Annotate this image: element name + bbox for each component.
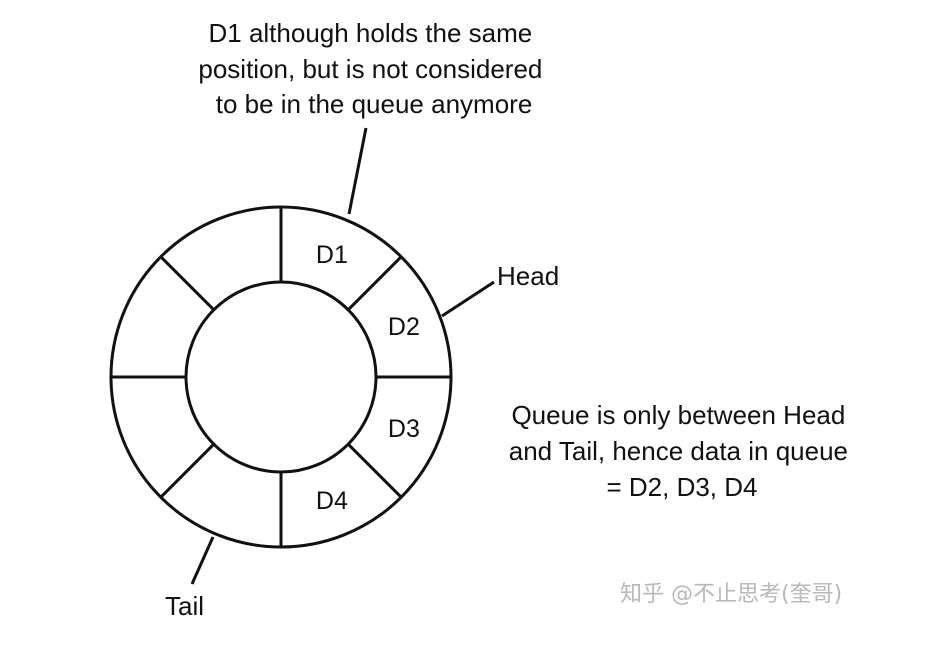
- slot-label-2: D2: [388, 313, 420, 341]
- tail-pointer-line: [190, 536, 215, 585]
- tail-label: Tail: [165, 591, 204, 621]
- slot-divider: [347, 255, 403, 311]
- top-note-leader-line: [347, 127, 368, 215]
- head-label: Head: [497, 261, 559, 291]
- slot-label-1: D1: [316, 241, 348, 269]
- slot-divider: [159, 255, 215, 311]
- right-note-line-2: and Tail, hence data in queue: [509, 436, 848, 466]
- watermark-text: 知乎 @不止思考(奎哥): [620, 582, 842, 607]
- ring-inner-circle: [184, 280, 378, 474]
- top-note-line-1: D1 although holds the same: [208, 18, 532, 48]
- slot-divider: [347, 443, 403, 499]
- slot-label-3: D3: [388, 415, 420, 443]
- slot-dividers: [111, 207, 451, 547]
- slot-divider: [159, 443, 215, 499]
- top-note-line-2: position, but is not considered: [198, 54, 542, 84]
- head-pointer-line: [441, 280, 495, 318]
- right-note-line-3: = D2, D3, D4: [606, 472, 757, 502]
- slot-label-4: D4: [316, 487, 348, 515]
- right-note-line-1: Queue is only between Head: [511, 400, 845, 430]
- right-note: Queue is only between Head and Tail, hen…: [509, 400, 855, 502]
- top-note-line-3: to be in the queue anymore: [216, 89, 533, 119]
- top-note: D1 although holds the same position, but…: [198, 18, 549, 119]
